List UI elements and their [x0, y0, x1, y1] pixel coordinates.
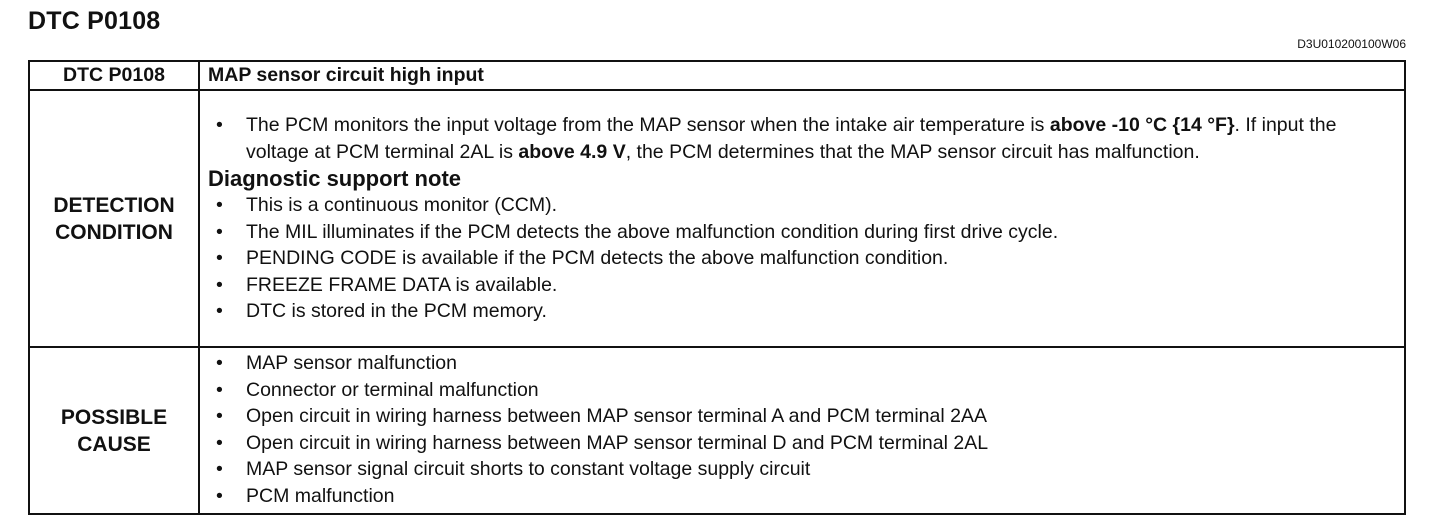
dtc-code-cell: DTC P0108	[28, 60, 200, 91]
table-header-row: DTC P0108 MAP sensor circuit high input	[28, 60, 1406, 91]
list-item: This is a continuous monitor (CCM).	[208, 192, 1394, 219]
dtc-description-cell: MAP sensor circuit high input	[198, 60, 1406, 91]
list-item: MAP sensor malfunction	[208, 350, 1394, 377]
document-code: D3U010200100W06	[1297, 37, 1406, 51]
intro-text-2: . If input the voltage at PCM terminal 2…	[246, 114, 1337, 163]
list-item: DTC is stored in the PCM memory.	[208, 298, 1394, 325]
list-item: MAP sensor signal circuit shorts to cons…	[208, 456, 1394, 483]
possible-cause-list: MAP sensor malfunction Connector or term…	[208, 350, 1394, 509]
intro-voltage-threshold: above 4.9 V	[518, 140, 626, 163]
list-item: The PCM monitors the input voltage from …	[208, 112, 1394, 165]
intro-text-3: , the PCM determines that the MAP sensor…	[625, 140, 1200, 163]
cause-label-line2: CAUSE	[77, 432, 151, 456]
cause-label-line1: POSSIBLE	[60, 405, 168, 429]
list-item: FREEZE FRAME DATA is available.	[208, 272, 1394, 299]
detection-condition-content: The PCM monitors the input voltage from …	[198, 89, 1406, 348]
intro-text-1: The PCM monitors the input voltage from …	[246, 114, 1050, 137]
detection-label-line1: DETECTION	[53, 193, 175, 217]
possible-cause-content: MAP sensor malfunction Connector or term…	[198, 346, 1406, 515]
diagnostic-notes-list: This is a continuous monitor (CCM). The …	[208, 192, 1394, 325]
possible-cause-row: POSSIBLE CAUSE MAP sensor malfunction Co…	[28, 346, 1406, 515]
page-title: DTC P0108	[28, 7, 161, 35]
detection-condition-label: DETECTION CONDITION	[28, 89, 200, 348]
dtc-table: DTC P0108 MAP sensor circuit high input …	[28, 60, 1406, 515]
detection-condition-row: DETECTION CONDITION The PCM monitors the…	[28, 89, 1406, 348]
list-item: PENDING CODE is available if the PCM det…	[208, 245, 1394, 272]
detection-intro-list: The PCM monitors the input voltage from …	[208, 112, 1394, 165]
list-item: Open circuit in wiring harness between M…	[208, 403, 1394, 430]
possible-cause-label: POSSIBLE CAUSE	[28, 346, 200, 515]
list-item: Connector or terminal malfunction	[208, 377, 1394, 404]
list-item: The MIL illuminates if the PCM detects t…	[208, 219, 1394, 246]
diagnostic-support-note-heading: Diagnostic support note	[208, 166, 461, 192]
detection-label-line2: CONDITION	[55, 220, 173, 244]
list-item: Open circuit in wiring harness between M…	[208, 430, 1394, 457]
list-item: PCM malfunction	[208, 483, 1394, 510]
intro-temp-threshold: above -10 °C {14 °F}	[1049, 114, 1235, 137]
